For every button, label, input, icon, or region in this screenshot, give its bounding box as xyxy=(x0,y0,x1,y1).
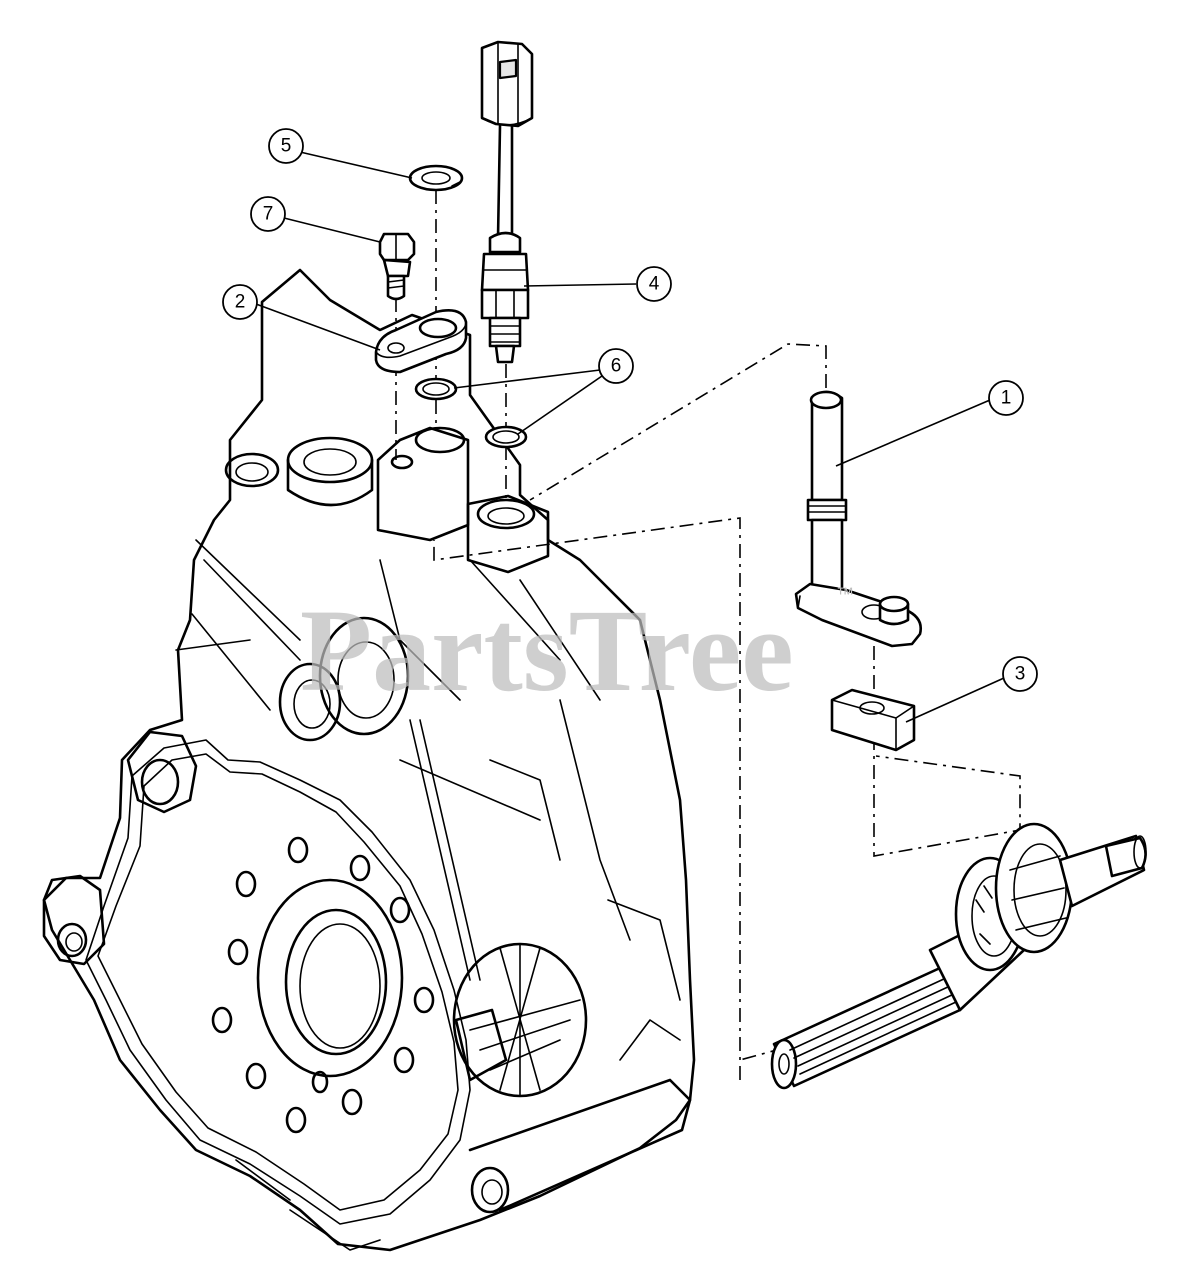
part-6-o-rings xyxy=(414,377,528,449)
callout-6: 6 xyxy=(453,348,634,435)
callout-1-label: 1 xyxy=(1001,388,1012,409)
callout-7-label: 7 xyxy=(263,204,274,225)
watermark-trademark: ™ xyxy=(836,584,854,604)
transaxle-housing xyxy=(42,268,696,1252)
assembly-center-lines xyxy=(395,190,1021,1080)
callout-7: 7 xyxy=(250,196,381,243)
callout-5: 5 xyxy=(268,128,413,179)
callout-6-label: 6 xyxy=(611,356,622,377)
callout-2-label: 2 xyxy=(235,292,246,313)
callout-3-label: 3 xyxy=(1015,664,1026,685)
watermark-text: PartsTree xyxy=(300,585,794,716)
part-7-bolt xyxy=(378,232,416,301)
axle-shaft xyxy=(770,822,1147,1090)
part-2-plate xyxy=(374,309,468,374)
part-4-switch xyxy=(480,40,534,364)
callout-5-label: 5 xyxy=(281,136,292,157)
housing-bolt-holes xyxy=(211,836,435,1134)
part-1-shift-shaft xyxy=(794,390,922,648)
callout-4-label: 4 xyxy=(649,274,660,295)
callout-1: 1 xyxy=(835,380,1024,467)
watermark: PartsTree ™ xyxy=(300,584,854,716)
callout-4: 4 xyxy=(523,266,672,302)
callout-2: 2 xyxy=(222,284,381,351)
part-3-block xyxy=(830,688,916,752)
part-5-snap-ring xyxy=(408,164,464,192)
callout-3: 3 xyxy=(905,656,1038,723)
